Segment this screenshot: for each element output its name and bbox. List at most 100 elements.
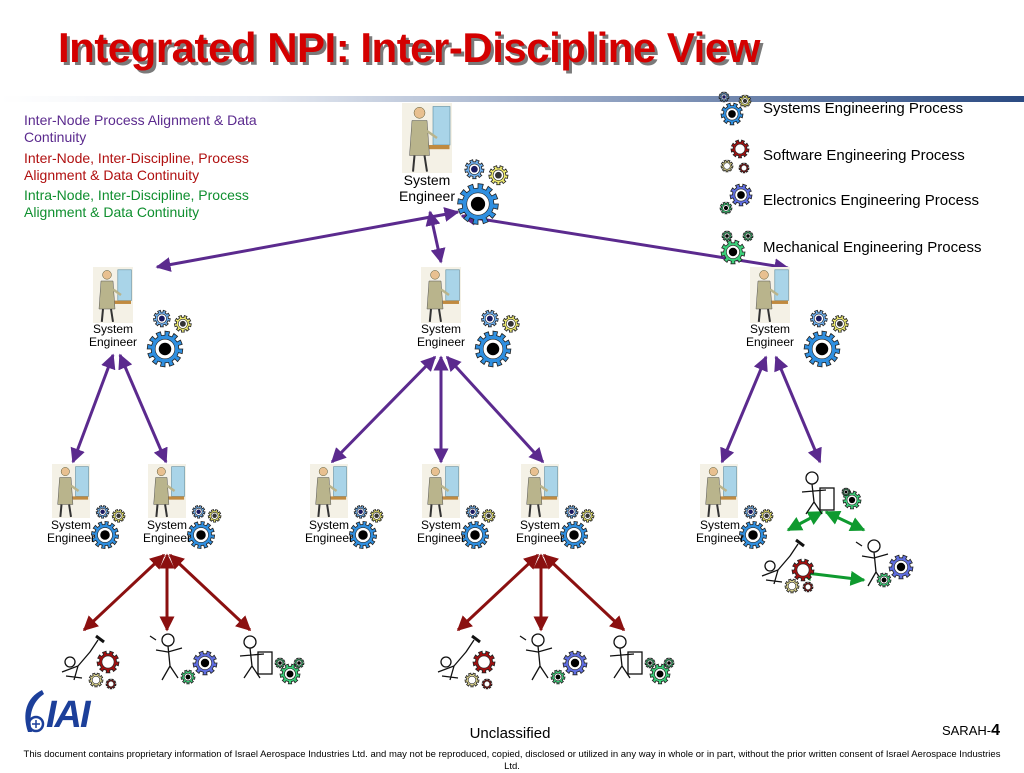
node-label-l3-2: System Engineer xyxy=(142,518,192,545)
legend-software-small-gear-icon xyxy=(720,159,734,173)
l3-2-systems-gear-icon xyxy=(186,520,216,550)
software-gear-icon-b xyxy=(472,650,496,674)
legend-software-red-gear-icon xyxy=(738,162,750,174)
legend-electronics-small-gear-icon xyxy=(719,201,733,215)
legend-mechanical-tiny-gear-icon xyxy=(742,230,754,242)
l2-3-small-gear-icon xyxy=(810,309,828,328)
l3-engineer-figure-2 xyxy=(148,464,186,518)
arrow-l2-3-to-mech xyxy=(774,355,822,464)
l3-1-yellow-gear-icon xyxy=(111,508,126,523)
l2-engineer-figure-1 xyxy=(93,267,133,323)
l3-engineer-figure-5 xyxy=(521,464,559,518)
l3-engineer-figure-1 xyxy=(52,464,90,518)
legend-intra-node-inter-discipline: Intra-Node, Inter-Discipline, Process Al… xyxy=(24,187,249,220)
top-yellow-gear-icon xyxy=(488,165,509,186)
intra-electronics-small-gear-icon xyxy=(876,572,892,588)
l2-engineer-figure-2 xyxy=(421,267,461,323)
arrow-l2-2-to-l3-3 xyxy=(330,355,437,464)
intra-electronics-engineer-figure xyxy=(855,539,889,587)
mechanical-gear-icon-a xyxy=(279,663,301,685)
l3-4-yellow-gear-icon xyxy=(481,508,496,523)
l2-1-systems-gear-icon xyxy=(146,330,184,368)
electronics-gear-icon-a xyxy=(192,650,218,676)
iai-logo: IAI xyxy=(46,694,91,736)
intra-mechanical-small-gear-icon xyxy=(841,487,851,497)
l2-1-yellow-gear-icon xyxy=(173,314,192,333)
mechanical-engineer-figure-a xyxy=(239,635,273,679)
arrow-l2-2-to-l3-5 xyxy=(445,355,545,464)
mechanical-tiny-gear-icon-b xyxy=(663,657,675,669)
software-gear-icon-a xyxy=(96,650,120,674)
process-label-systems: Systems Engineering Process xyxy=(763,100,964,117)
electronics-small-gear-icon-a xyxy=(180,669,196,685)
l3-4-systems-gear-icon xyxy=(460,520,490,550)
node-label-l2-3: System Engineer xyxy=(745,322,795,349)
l3-1-systems-gear-icon xyxy=(90,520,120,550)
electronics-engineer-figure-a xyxy=(149,633,183,681)
l3-6-small-gear-icon xyxy=(743,504,758,519)
arrow-top-to-l2-1 xyxy=(155,207,460,272)
legend-inter-node-inter-discipline: Inter-Node, Inter-Discipline, Process Al… xyxy=(24,150,249,183)
l2-2-systems-gear-icon xyxy=(474,330,512,368)
page-number-value: 4 xyxy=(991,722,1000,739)
l2-2-yellow-gear-icon xyxy=(502,314,520,333)
node-label-l2-1: System Engineer xyxy=(88,322,138,349)
proprietary-disclaimer: This document contains proprietary infor… xyxy=(23,749,1001,772)
node-label-l3-4: System Engineer xyxy=(416,518,466,545)
arrow-intra-mech-to-sw xyxy=(786,510,824,532)
l3-2-yellow-gear-icon xyxy=(207,508,222,523)
l3-3-systems-gear-icon xyxy=(348,520,378,550)
software-engineer-figure-b xyxy=(437,634,481,681)
classification-label: Unclassified xyxy=(469,725,551,742)
arrow-l3-5-to-software xyxy=(456,553,540,632)
intra-software-small-gear-icon xyxy=(784,578,800,594)
process-label-mechanical: Mechanical Engineering Process xyxy=(763,239,982,256)
l3-engineer-figure-3 xyxy=(310,464,348,518)
arrow-l3-2-to-mechanical xyxy=(168,553,252,632)
page-number: SARAH-4 xyxy=(942,722,1000,740)
intra-software-red-gear-icon xyxy=(802,581,814,593)
software-red-gear-icon-a xyxy=(105,678,117,690)
node-label-l3-6: System Engineer xyxy=(695,518,745,545)
l3-4-small-gear-icon xyxy=(465,504,480,519)
l2-3-yellow-gear-icon xyxy=(831,314,849,333)
l3-5-systems-gear-icon xyxy=(559,520,589,550)
intra-software-gear-icon xyxy=(791,558,815,582)
l3-6-yellow-gear-icon xyxy=(759,508,774,523)
mechanical-tiny-gear-icon-a xyxy=(293,657,305,669)
arrow-l3-5-to-mechanical xyxy=(542,553,626,632)
legend-systems-gear-icon xyxy=(720,102,744,126)
l3-5-small-gear-icon xyxy=(564,504,579,519)
top-systems-gear-icon xyxy=(457,183,499,225)
legend-mechanical-gear-icon xyxy=(720,239,746,265)
legend-systems-small-gear-icon xyxy=(718,91,730,103)
l3-engineer-figure-4 xyxy=(422,464,460,518)
legend-electronics-gear-icon xyxy=(729,183,753,207)
title-rule xyxy=(0,96,1024,102)
legend-inter-node: Inter-Node Process Alignment & Data Cont… xyxy=(24,112,257,145)
iai-logo-emblem xyxy=(25,690,45,733)
l3-3-small-gear-icon xyxy=(353,504,368,519)
l2-engineer-figure-3 xyxy=(750,267,790,323)
top-engineer-figure xyxy=(402,103,452,173)
node-label-l3-1: System Engineer xyxy=(46,518,96,545)
legend-systems-yellow-gear-icon xyxy=(738,94,752,108)
legend-software-gear-icon xyxy=(730,139,750,159)
node-label-l3-5: System Engineer xyxy=(515,518,565,545)
node-label-top: System Engineer xyxy=(398,172,456,204)
electronics-gear-icon-b xyxy=(562,650,588,676)
intra-electronics-gear-icon xyxy=(888,554,914,580)
l2-3-systems-gear-icon xyxy=(803,330,841,368)
intra-mechanical-engineer-figure xyxy=(801,471,835,515)
arrow-l2-3-to-l3-6 xyxy=(720,355,768,464)
process-label-software: Software Engineering Process xyxy=(763,147,965,164)
l3-2-small-gear-icon xyxy=(191,504,206,519)
software-red-gear-icon-b xyxy=(481,678,493,690)
top-small-gear-icon xyxy=(464,159,485,180)
l3-3-yellow-gear-icon xyxy=(369,508,384,523)
mechanical-gear-icon-b xyxy=(649,663,671,685)
arrow-top-to-l2-2 xyxy=(425,210,446,264)
arrow-l2-1-to-l3-2 xyxy=(118,353,168,464)
software-small-gear-icon-a xyxy=(88,672,104,688)
